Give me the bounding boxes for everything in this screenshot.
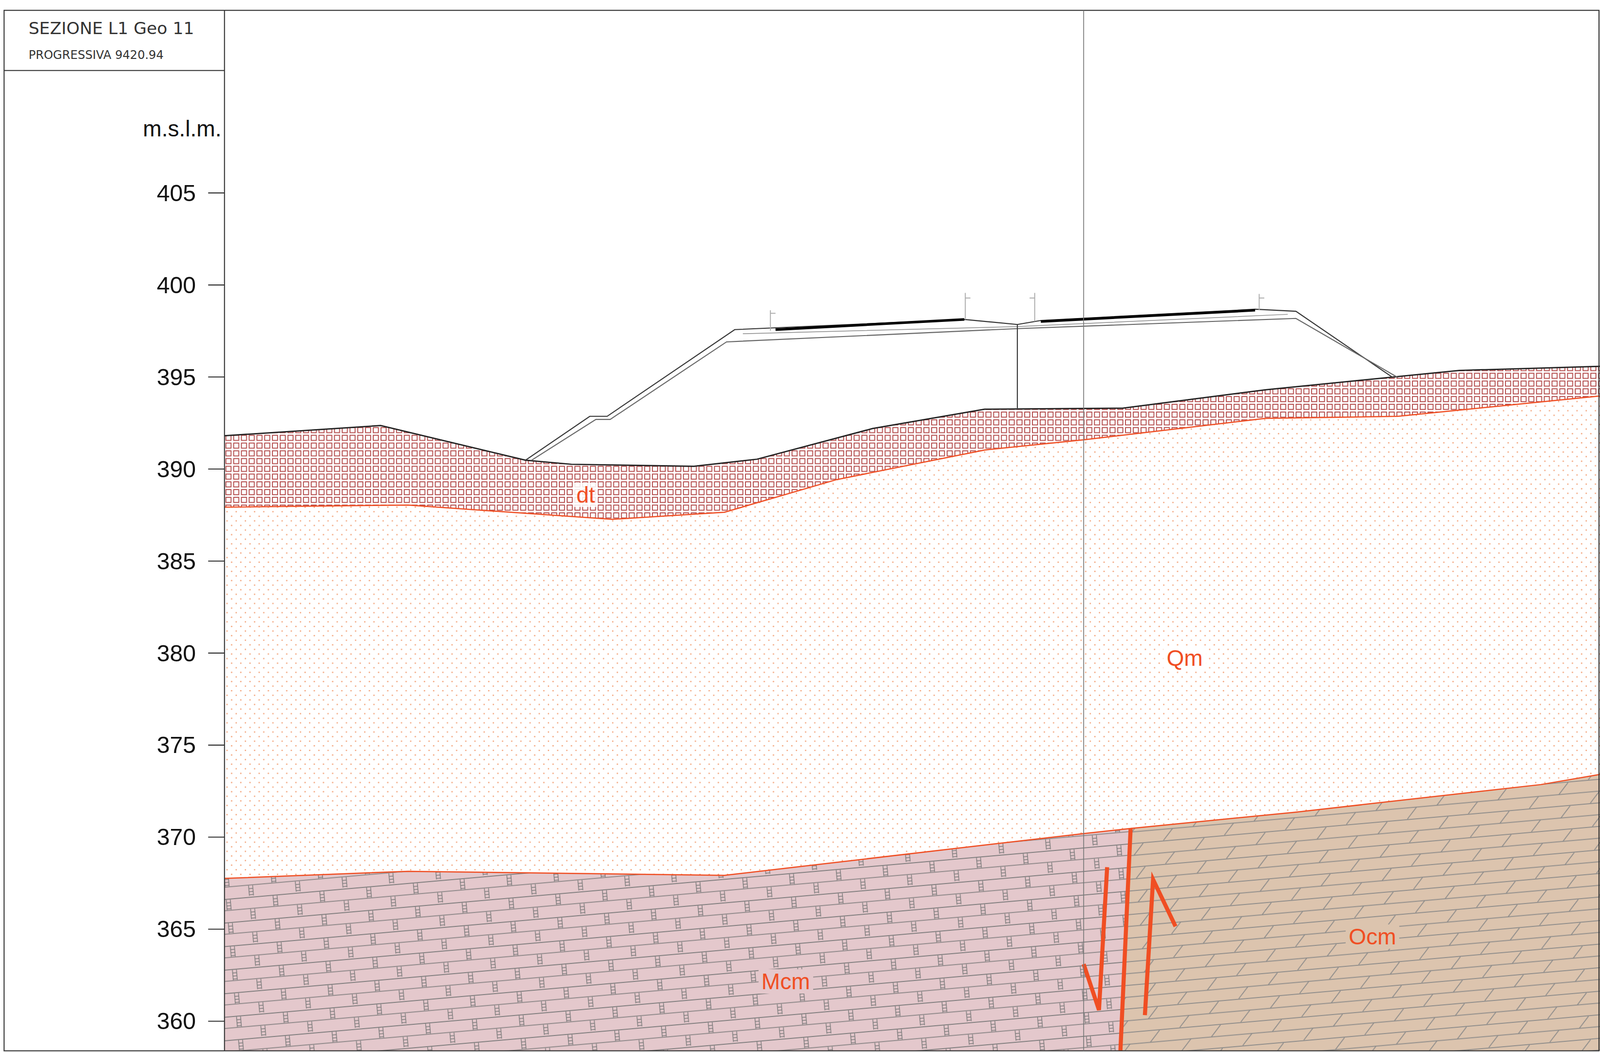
elevation-label: 405	[156, 181, 196, 205]
railway-embankment	[525, 292, 1399, 460]
elevation-label: 390	[156, 457, 196, 481]
axis-tick	[208, 376, 225, 378]
fault-symbol	[1083, 828, 1176, 1052]
axis-tick	[208, 560, 225, 562]
elevation-label: 360	[156, 1009, 196, 1033]
axis-tick	[208, 837, 225, 839]
ocm-layer	[1120, 774, 1600, 1052]
elevation-label: 400	[156, 273, 196, 297]
axis-tick	[208, 284, 225, 286]
elevation-label: 370	[156, 825, 196, 849]
section-title: SEZIONE L1 Geo 11	[28, 19, 195, 38]
ground-surface	[224, 366, 1600, 467]
axis-tick	[208, 652, 225, 654]
formation-label: Ocm	[1345, 924, 1399, 950]
elevation-label: 365	[156, 917, 196, 941]
dt-base	[224, 396, 1600, 520]
elevation-label: 380	[156, 641, 196, 666]
axis-tick	[208, 929, 225, 931]
axis-tick	[208, 192, 225, 194]
elevation-label: 385	[156, 549, 196, 573]
frame	[3, 10, 1600, 1051]
axis-tick	[208, 1021, 225, 1023]
axis-tick	[208, 468, 225, 470]
mcm-layer	[224, 828, 1131, 1052]
axis-ticks	[208, 192, 225, 1022]
elevation-label: 375	[156, 733, 196, 757]
section-chainage: PROGRESSIVA 9420.94	[28, 49, 164, 61]
elevation-label: 395	[156, 365, 196, 389]
qm-base	[224, 774, 1600, 879]
formation-label: Mcm	[758, 969, 814, 994]
axis-unit: m.s.l.m.	[142, 117, 222, 140]
formation-label: dt	[573, 482, 598, 508]
formation-label: Qm	[1163, 646, 1206, 671]
axis-tick	[208, 744, 225, 746]
